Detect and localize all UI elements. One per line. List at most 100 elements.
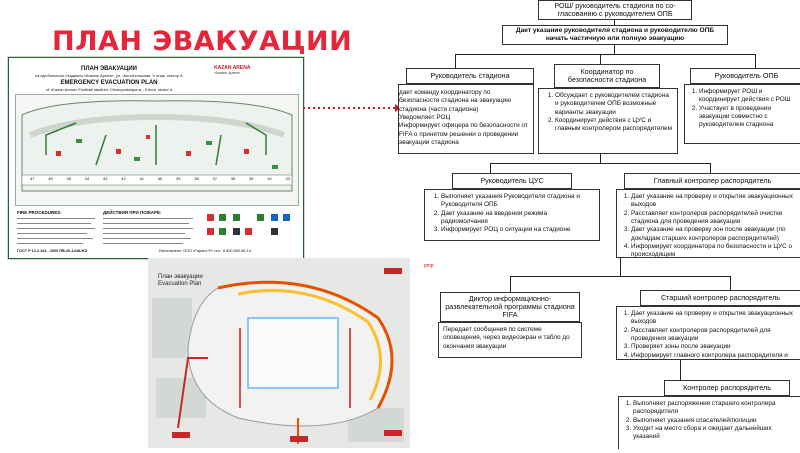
instructions-text-block	[103, 228, 193, 230]
stadium-corner-mark: pmp	[424, 263, 434, 269]
chief-steward-item: Дает указание на проверку зон после эвак…	[631, 226, 800, 243]
slide-title: ПЛАН ЭВАКУАЦИИ	[52, 26, 353, 57]
security-coordinator-item: Обсуждает с руководителем стадиона и рук…	[555, 92, 673, 117]
kazan-arena-logo-sub: «Казань Арена»	[214, 71, 241, 75]
security-coordinator-duties: Обсуждает с руководителем стадиона и рук…	[538, 88, 678, 154]
connector-line	[600, 54, 601, 64]
chief-steward-title: Главный контролер распорядитель	[624, 173, 800, 189]
cus-head-item: Информирует РОЦ о ситуации на стадионе	[441, 226, 595, 234]
steward-title: Контролер распорядитель	[664, 380, 790, 396]
fire-procedures-heading: FIRE PROCEDURES:	[17, 210, 62, 215]
room-number: 33	[285, 176, 290, 181]
steward-duties: Выполняет распоряжения старшего контроле…	[618, 396, 800, 449]
room-numbers-row: 47 46 45 44 43 42 41 40 39 38 37 36 35 34 33	[30, 176, 290, 181]
cus-head-title: Руководитель ЦУС	[452, 173, 572, 189]
room-number: 34	[267, 176, 272, 181]
security-coordinator-item: Координирует действия с ЦУС и главным ко…	[555, 117, 673, 134]
connector-line	[455, 54, 456, 68]
steward-item: Уходит на место сбора и ожидает дальнейш…	[633, 425, 800, 442]
room-number: 40	[157, 176, 163, 181]
room-number: 41	[139, 176, 144, 181]
plan-subtitle-en: of «Kazan Arena» Football stadium, Chist…	[45, 87, 173, 92]
stadium-label-ru: План эвакуации	[158, 274, 203, 280]
instructions-text-block	[103, 243, 183, 245]
senior-steward-title: Старший контролер распорядитель	[640, 290, 800, 306]
connector-line	[600, 154, 601, 163]
room-number: 43	[103, 176, 108, 181]
steward-item: Выполняет распоряжения старшего контроле…	[633, 400, 800, 417]
opb-head-duties: Информирует РОШ и координирует действия …	[684, 84, 800, 144]
room-number: 46	[48, 176, 53, 181]
plan-footer-standard: ГОСТ Р 12.2.143 - 2009 ПВ-20-1448-ЖЗ	[17, 249, 88, 253]
top-authority-box: РОШ/ руководитель стадиона по со-гласова…	[538, 0, 692, 20]
instructions-text-block	[103, 218, 193, 220]
fifa-director-text: Передает сообщения по системе оповещения…	[443, 326, 570, 350]
connector-line	[730, 276, 731, 290]
stadium-head-item: Уведомляет РОЦ	[399, 113, 451, 121]
connector-line	[490, 163, 710, 164]
instructions-text-block	[17, 233, 87, 235]
room-number: 44	[84, 176, 90, 181]
legend-icons	[205, 210, 297, 244]
room-number: 38	[194, 176, 199, 181]
instructions-text-block	[17, 238, 93, 240]
connector-line	[455, 54, 755, 55]
connector-line	[614, 20, 615, 25]
room-number: 45	[66, 176, 71, 181]
connector-line	[680, 360, 681, 380]
stadium-head-title: Руководитель стадиона	[406, 68, 534, 84]
instructions-text-block	[103, 233, 185, 235]
connector-line	[710, 163, 711, 173]
stadium-label-en: Evacuation Plan	[158, 281, 202, 287]
instructions-text-block	[103, 238, 191, 240]
plan-footer-maker: Изготовлено: ООО «Гарант-Р» тел.: 8 800 …	[159, 249, 251, 253]
instructions-text-block	[17, 223, 91, 225]
room-number: 42	[121, 176, 126, 181]
security-coordinator-title: Координатор по безопасности стадиона	[554, 64, 660, 88]
room-number: 47	[30, 176, 35, 181]
fifa-director-duties: Передает сообщения по системе оповещения…	[438, 322, 582, 358]
plan-title-en: EMERGENCY EVACUATION PLAN	[60, 80, 158, 86]
instructions-text-block	[17, 218, 95, 220]
connector-line	[510, 276, 730, 277]
connector-line	[510, 276, 511, 292]
connector-line	[614, 45, 615, 54]
connector-line	[755, 54, 756, 68]
stadium-head-item: Информирует офицера по безопасности от F…	[399, 122, 528, 146]
cus-head-duties: Выполняет указания Руководителя стадиона…	[424, 189, 600, 241]
room-number: 35	[249, 176, 254, 181]
steward-item: Выполняет указания спасателей/полиции	[633, 417, 800, 425]
floor-plan-drawing	[21, 100, 293, 192]
opb-head-title: Руководитель ОПБ	[690, 68, 800, 84]
opb-head-item: Участвует в проведении эвакуации совмест…	[699, 105, 800, 130]
opb-head-item: Информирует РОШ и координирует действия …	[699, 88, 800, 105]
stadium-evacuation-map: План эвакуации Evacuation Plan	[148, 258, 410, 448]
chief-steward-item: Дает указание на проверку и открытие эва…	[631, 193, 800, 210]
decision-box: Дает указание руководителя стадиона и ру…	[502, 25, 728, 45]
senior-steward-item: Дает указание на проверку и открытие эва…	[631, 310, 800, 327]
kazan-arena-logo: KAZAN ARENA	[214, 65, 251, 71]
instructions-text-block	[103, 223, 189, 225]
cus-head-item: Дает указание на введении режима радиомо…	[441, 210, 595, 227]
room-number: 36	[230, 176, 236, 181]
senior-steward-item: Расставляет контролеров распорядителей д…	[631, 327, 800, 344]
stadium-head-item: дает команду координатору по безопасност…	[399, 89, 512, 113]
fire-actions-heading: ДЕЙСТВИЯ ПРИ ПОЖАРЕ:	[103, 210, 162, 215]
fifa-director-title: Диктор информационно-развлекательной про…	[440, 292, 580, 322]
room-number: 37	[212, 176, 217, 181]
stadium-drawing	[148, 258, 410, 448]
floor-plan-map: 47 46 45 44 43 42 41 40 39 38 37 36 35 34 33	[15, 94, 299, 206]
senior-steward-duties: Дает указание на проверку и открытие эва…	[616, 306, 800, 360]
chief-steward-item: Расставляет контролеров распорядителей о…	[631, 210, 800, 227]
room-number: 39	[176, 176, 181, 181]
chief-steward-item: Информирует координатора по безопасности…	[631, 243, 800, 257]
stadium-head-duties: дает команду координатору по безопасност…	[398, 84, 534, 154]
evacuation-plan-board: ПЛАН ЭВАКУАЦИИ из футбольного стадиона «…	[8, 57, 304, 259]
cus-head-item: Выполняет указания Руководителя стадиона…	[441, 193, 595, 210]
senior-steward-item: Проверяет зоны после эвакуации	[631, 343, 800, 351]
connector-line	[620, 258, 621, 276]
instructions-text-block	[17, 243, 83, 245]
chief-steward-duties: Дает указание на проверку и открытие эва…	[616, 189, 800, 258]
plan-subtitle-ru: из футбольного стадиона «Казань Арена», …	[35, 73, 183, 78]
instructions-text-block	[17, 228, 95, 230]
